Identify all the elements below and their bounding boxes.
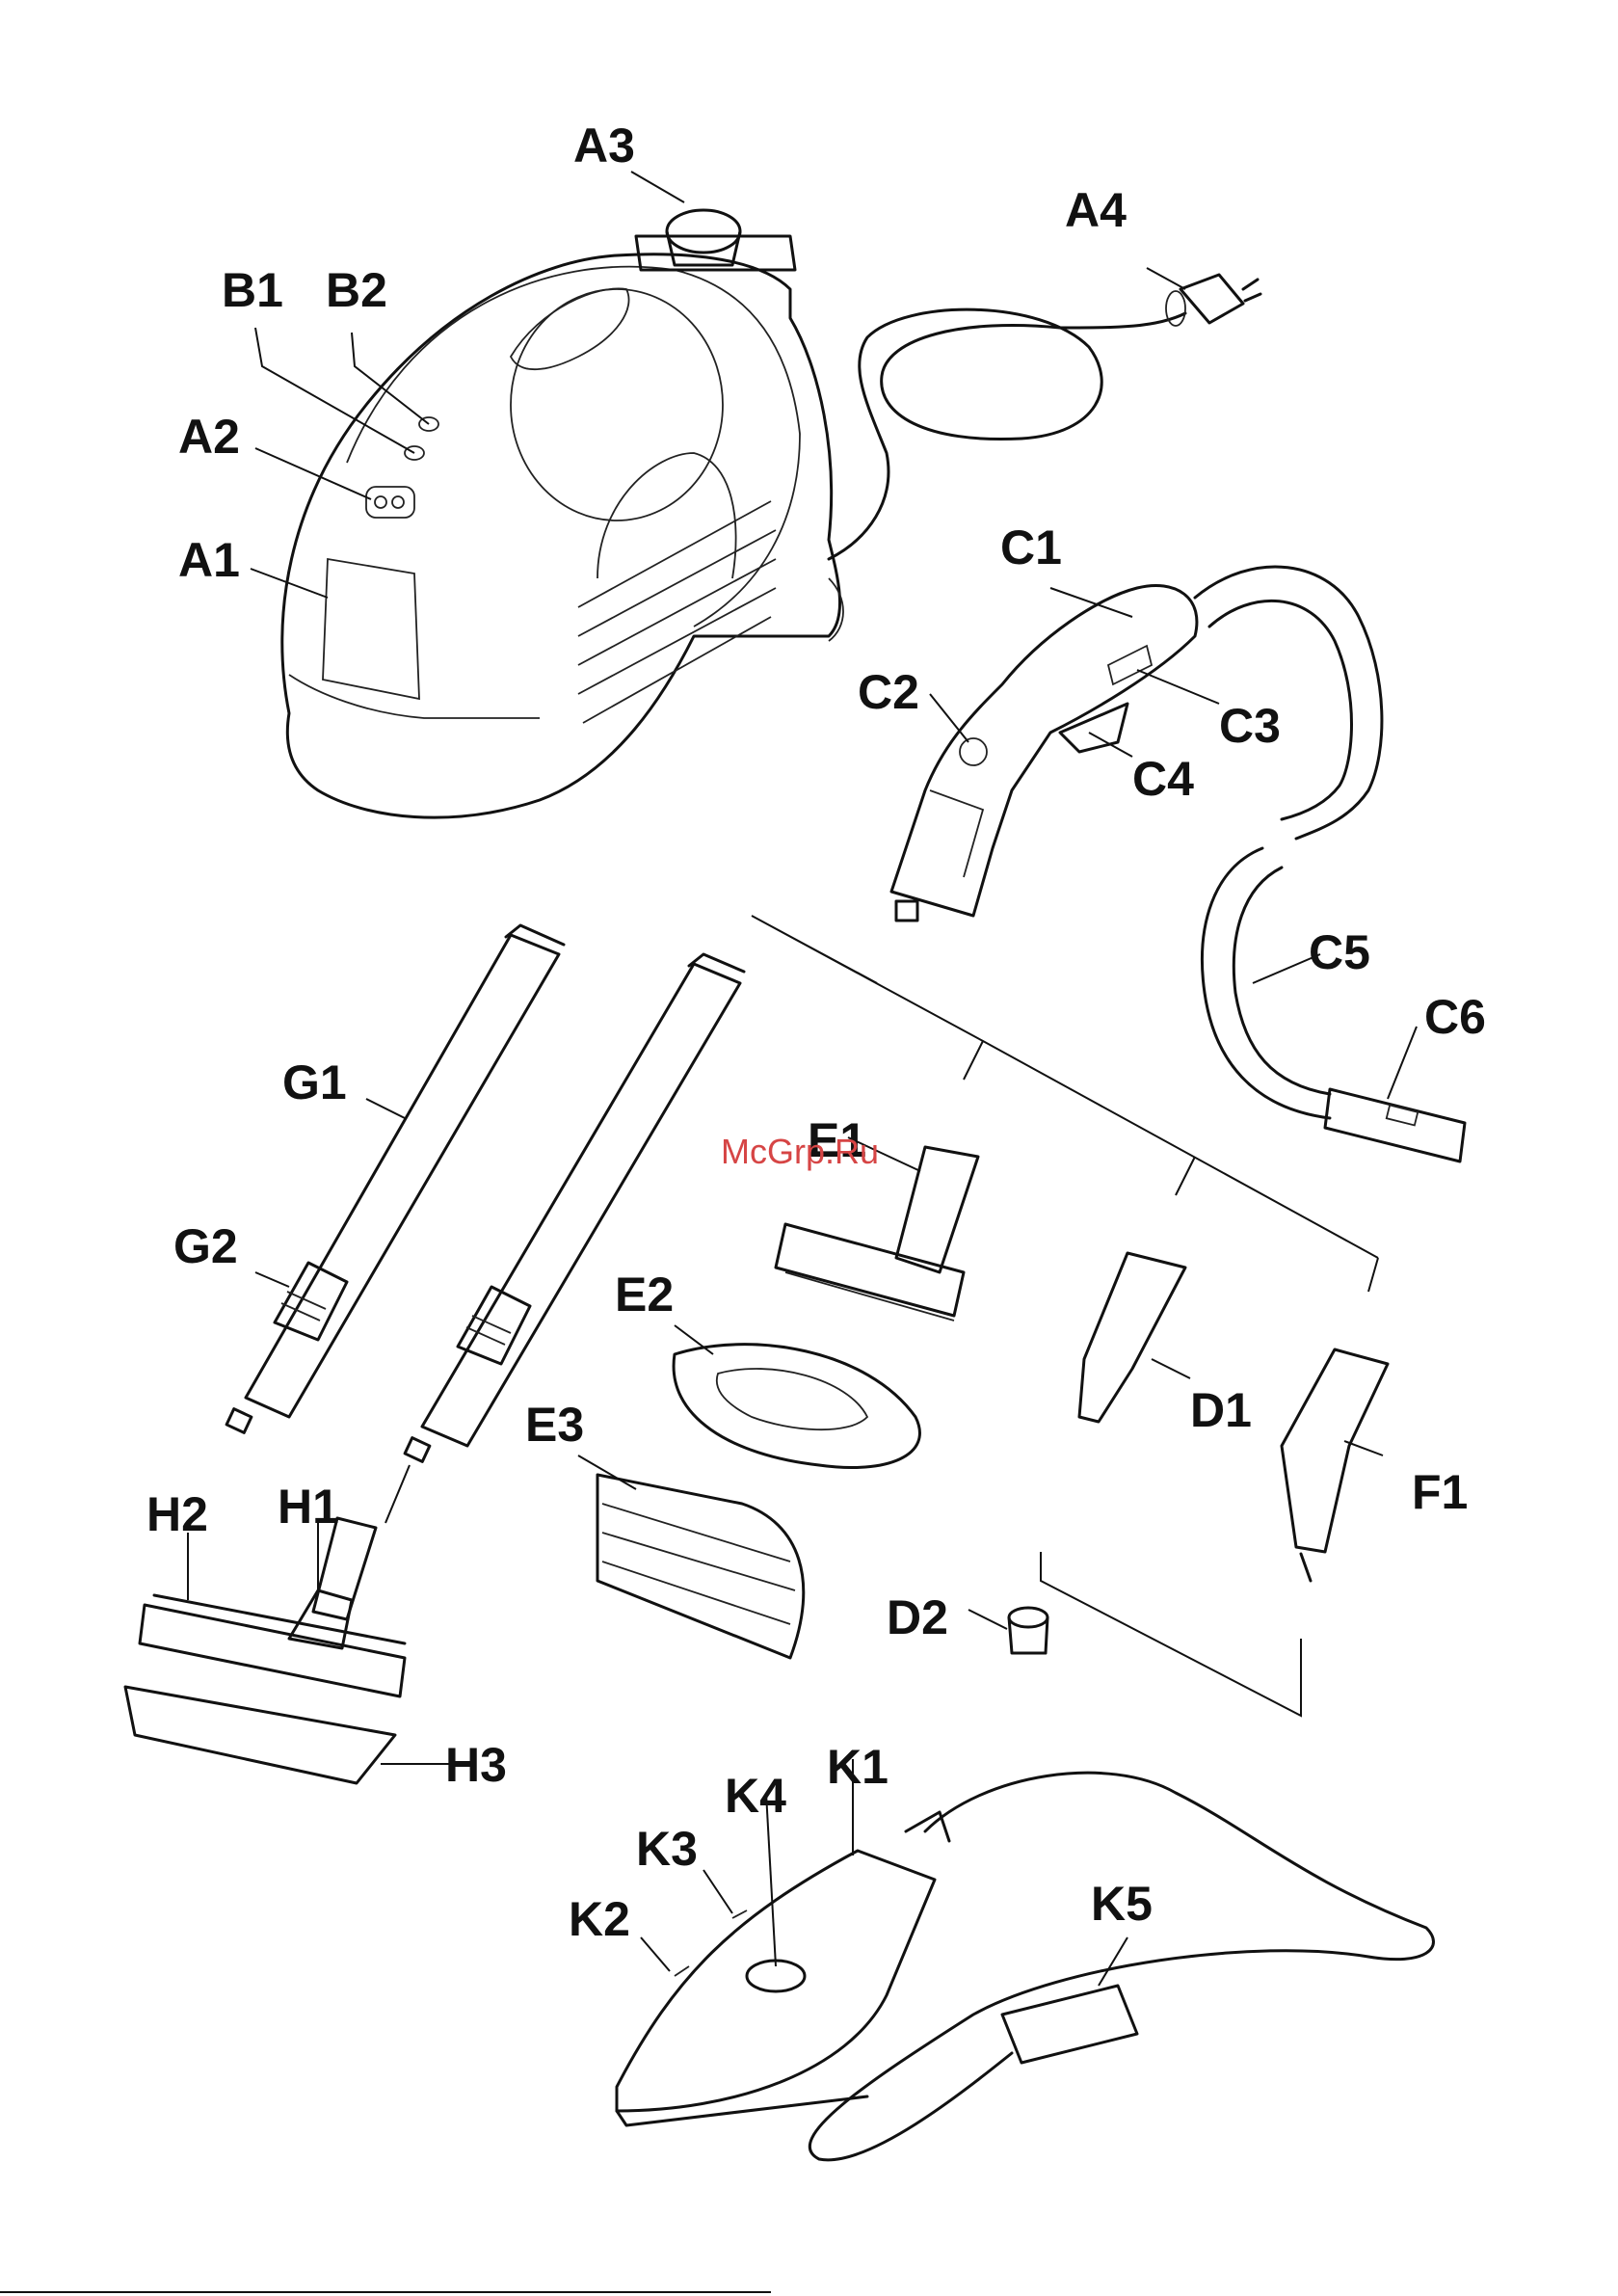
label-a3: A3 <box>573 119 635 173</box>
label-k1: K1 <box>827 1740 889 1794</box>
floor-nozzle <box>125 1518 405 1783</box>
label-e2: E2 <box>615 1268 674 1322</box>
label-a1: A1 <box>178 533 240 587</box>
label-a4: A4 <box>1065 183 1127 237</box>
label-h3: H3 <box>445 1738 507 1792</box>
brush-attachment <box>776 1147 978 1321</box>
steam-hose <box>1195 567 1465 1161</box>
label-c5: C5 <box>1309 925 1370 979</box>
angled-nozzle <box>1282 1349 1388 1581</box>
label-b1: B1 <box>222 263 283 317</box>
label-c6: C6 <box>1424 990 1486 1044</box>
label-c2: C2 <box>858 665 919 719</box>
microfibre-cover <box>674 1345 919 1468</box>
label-k5: K5 <box>1091 1877 1153 1931</box>
round-brush <box>1009 1608 1048 1653</box>
label-a2: A2 <box>178 410 240 464</box>
label-c4: C4 <box>1132 752 1194 806</box>
label-h2: H2 <box>146 1487 208 1541</box>
steam-iron <box>617 1773 1434 2160</box>
label-g2: G2 <box>173 1219 238 1273</box>
part-labels: A3 A4 B1 B2 A2 A1 C1 C2 C3 C4 C5 C6 G1 G… <box>146 119 1486 1946</box>
label-d1: D1 <box>1190 1383 1252 1437</box>
watermark: McGrp.Ru <box>721 1132 879 1171</box>
label-k4: K4 <box>725 1769 786 1823</box>
label-c3: C3 <box>1219 699 1281 753</box>
label-e3: E3 <box>525 1398 584 1452</box>
label-b2: B2 <box>326 263 387 317</box>
label-g1: G1 <box>282 1055 347 1109</box>
power-cord <box>829 275 1260 559</box>
callout-leaders <box>188 172 1417 1986</box>
detail-nozzle <box>1079 1253 1185 1422</box>
terry-cover <box>597 1475 804 1658</box>
label-c1: C1 <box>1000 521 1062 574</box>
branch-lines <box>752 916 1378 1716</box>
label-h1: H1 <box>278 1480 339 1534</box>
extension-tubes <box>226 925 744 1523</box>
label-k3: K3 <box>636 1822 698 1876</box>
label-d2: D2 <box>887 1590 948 1644</box>
label-k2: K2 <box>569 1892 630 1946</box>
label-f1: F1 <box>1412 1465 1468 1519</box>
